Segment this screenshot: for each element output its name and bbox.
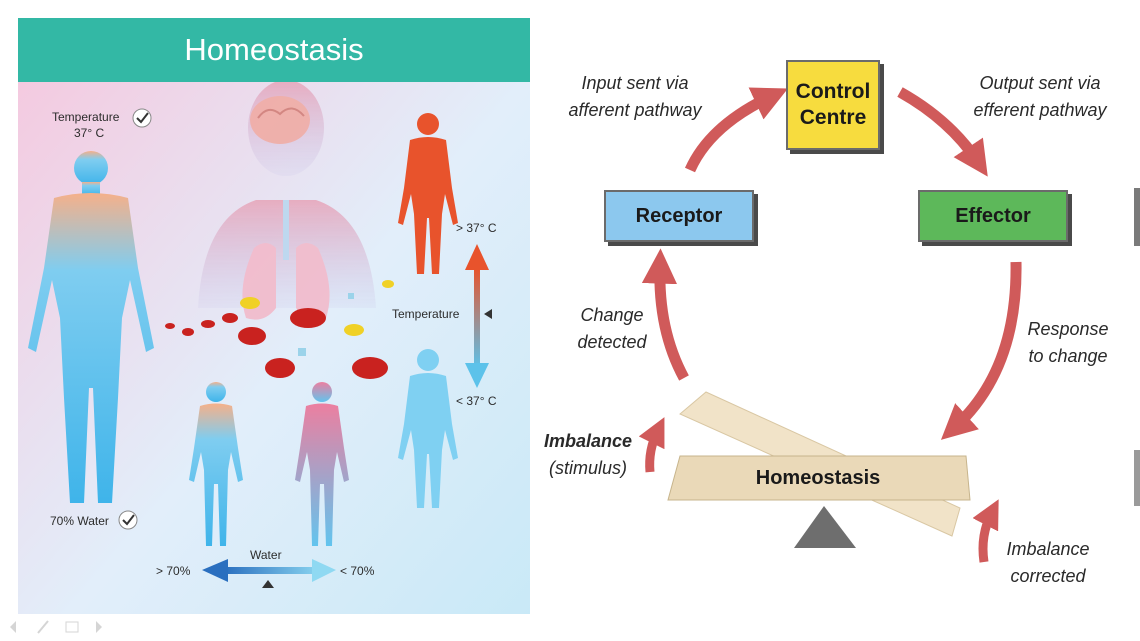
human-figure-large bbox=[28, 151, 154, 503]
blood-cells bbox=[165, 280, 394, 379]
slideshow-toolbar[interactable] bbox=[4, 617, 124, 637]
less-water-label: < 70% bbox=[340, 564, 375, 578]
temperature-value: 37° C bbox=[74, 126, 105, 140]
imbalance-line1: Imbalance bbox=[543, 431, 633, 451]
loop-arrows bbox=[638, 87, 1022, 563]
brain-icon bbox=[250, 96, 310, 144]
feedback-loop-diagram: Control Centre Receptor Effector Homeost… bbox=[540, 30, 1140, 620]
lung-right-icon bbox=[296, 243, 330, 320]
imbalance-corrected-label: Imbalance corrected bbox=[1000, 536, 1096, 590]
title-bar bbox=[18, 18, 530, 82]
arrow-afferent bbox=[684, 87, 788, 173]
pen-icon bbox=[37, 620, 49, 634]
temperature-arrow bbox=[465, 244, 492, 388]
edge-marks bbox=[1134, 188, 1140, 506]
change-line2: detected bbox=[577, 332, 647, 352]
control-centre-line1: Control bbox=[795, 80, 871, 103]
corrected-line1: Imbalance bbox=[1006, 539, 1090, 559]
panel-title: Homeostasis bbox=[184, 32, 364, 67]
high-temp-label: > 37° C bbox=[456, 221, 497, 235]
input-label-line2: afferent pathway bbox=[568, 100, 702, 120]
temperature-axis-label: Temperature bbox=[392, 307, 460, 321]
low-temp-label: < 37° C bbox=[456, 394, 497, 408]
output-label-line2: efferent pathway bbox=[973, 100, 1107, 120]
next-icon bbox=[96, 621, 102, 633]
control-centre-box: Control Centre bbox=[786, 60, 880, 150]
corrected-line2: corrected bbox=[1010, 566, 1086, 586]
effector-label: Effector bbox=[955, 204, 1031, 227]
temperature-label: Temperature bbox=[52, 110, 120, 124]
check-icon-temp bbox=[132, 108, 152, 128]
human-figure-small-blue bbox=[189, 382, 243, 546]
human-figure-hot bbox=[398, 113, 458, 274]
change-line1: Change bbox=[580, 305, 644, 325]
imbalance-line2: (stimulus) bbox=[548, 458, 627, 478]
arrow-response bbox=[940, 261, 1022, 440]
output-label-line1: Output sent via bbox=[979, 73, 1101, 93]
arrow-efferent bbox=[897, 87, 988, 177]
more-water-label: > 70% bbox=[156, 564, 191, 578]
human-figure-small-pink bbox=[295, 382, 349, 546]
menu-icon bbox=[65, 621, 79, 633]
output-label: Output sent via efferent pathway bbox=[955, 70, 1125, 124]
response-line2: to change bbox=[1028, 346, 1108, 366]
response-line1: Response bbox=[1027, 319, 1109, 339]
response-label: Response to change bbox=[1018, 316, 1118, 370]
input-label-line1: Input sent via bbox=[581, 73, 689, 93]
effector-box: Effector bbox=[918, 190, 1068, 242]
water-axis-label: Water bbox=[250, 548, 282, 562]
illustration-art bbox=[18, 18, 530, 614]
input-label: Input sent via afferent pathway bbox=[550, 70, 720, 124]
fulcrum-icon bbox=[794, 506, 856, 548]
human-torso-center bbox=[198, 80, 376, 320]
homeostasis-illustration: Homeostasis Temperature 37° C 70% Water … bbox=[18, 18, 530, 614]
prev-icon bbox=[10, 621, 16, 633]
homeostasis-label: Homeostasis bbox=[755, 466, 881, 489]
imbalance-stimulus-label: Imbalance (stimulus) bbox=[540, 428, 636, 482]
human-figure-cold bbox=[398, 349, 458, 508]
arrow-corrected bbox=[972, 499, 999, 563]
level-plank bbox=[667, 455, 971, 501]
check-icon-water bbox=[118, 510, 138, 530]
receptor-label: Receptor bbox=[635, 204, 723, 227]
receptor-box: Receptor bbox=[604, 190, 754, 242]
arrow-stimulus bbox=[638, 417, 665, 473]
arrow-change-detected bbox=[641, 248, 689, 381]
control-centre-line2: Centre bbox=[799, 106, 867, 129]
water-arrow bbox=[202, 559, 336, 588]
change-detected-label: Change detected bbox=[560, 302, 664, 356]
water-percent-label: 70% Water bbox=[50, 514, 109, 528]
